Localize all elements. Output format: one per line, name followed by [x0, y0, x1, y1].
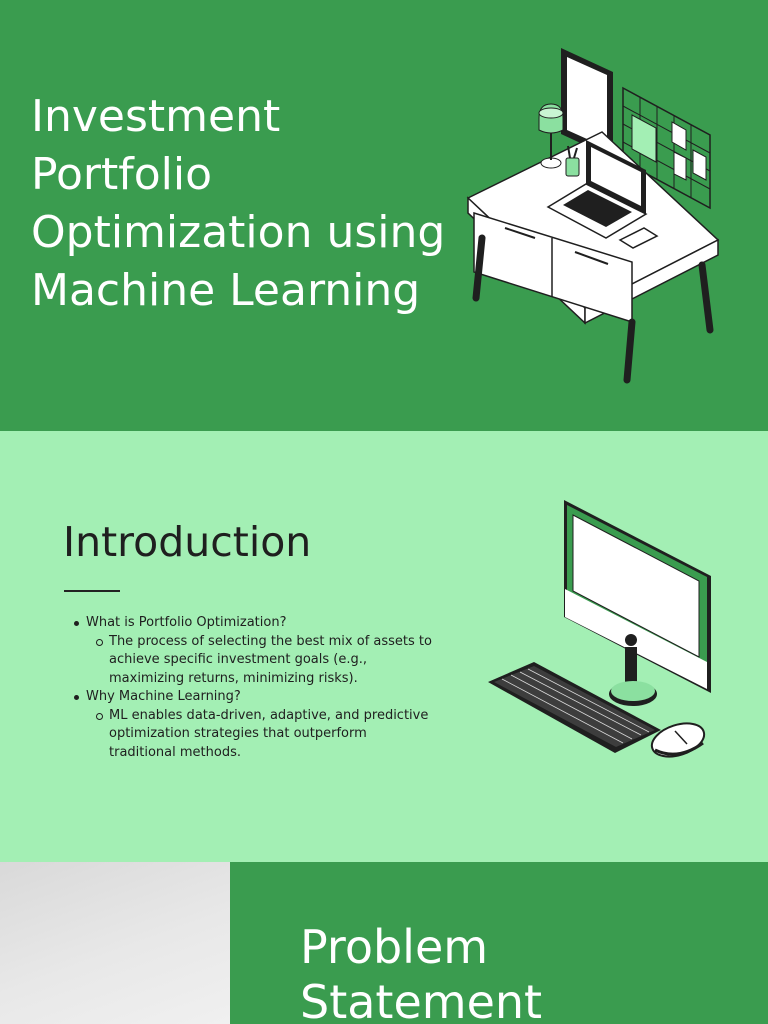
sub-list-item: ML enables data-driven, adaptive, and pr… — [96, 707, 436, 763]
bullet-text: What is Portfolio Optimization? — [86, 615, 287, 630]
title-divider — [64, 590, 120, 592]
photo-panel — [0, 862, 230, 1024]
title-line: Machine Learning — [31, 265, 421, 316]
title-line: Investment — [31, 91, 281, 142]
section-title: Problem Statement — [300, 920, 542, 1024]
sub-list-item: The process of selecting the best mix of… — [96, 633, 436, 689]
desktop-computer-illustration — [488, 500, 711, 758]
title-line: Statement — [300, 975, 543, 1024]
list-item: Why Machine Learning? ML enables data-dr… — [74, 688, 436, 763]
title-line: Portfolio — [31, 149, 213, 200]
title-line: Problem — [300, 920, 489, 974]
sub-bullet-text: The process of selecting the best mix of… — [109, 633, 432, 686]
title-slide: Investment Portfolio Optimization using … — [0, 0, 768, 431]
list-item: What is Portfolio Optimization? The proc… — [74, 614, 436, 689]
problem-statement-slide: Problem Statement — [0, 862, 768, 1024]
title-line: Optimization using — [31, 207, 446, 258]
bullet-text: Why Machine Learning? — [86, 689, 241, 704]
bullet-list: What is Portfolio Optimization? The proc… — [74, 614, 436, 763]
sub-bullet-text: ML enables data-driven, adaptive, and pr… — [109, 707, 429, 760]
presentation-title: Investment Portfolio Optimization using … — [31, 88, 471, 320]
introduction-slide: Introduction What is Portfolio Optimizat… — [0, 431, 768, 862]
section-title: Introduction — [63, 518, 312, 566]
desk-illustration — [466, 48, 720, 384]
